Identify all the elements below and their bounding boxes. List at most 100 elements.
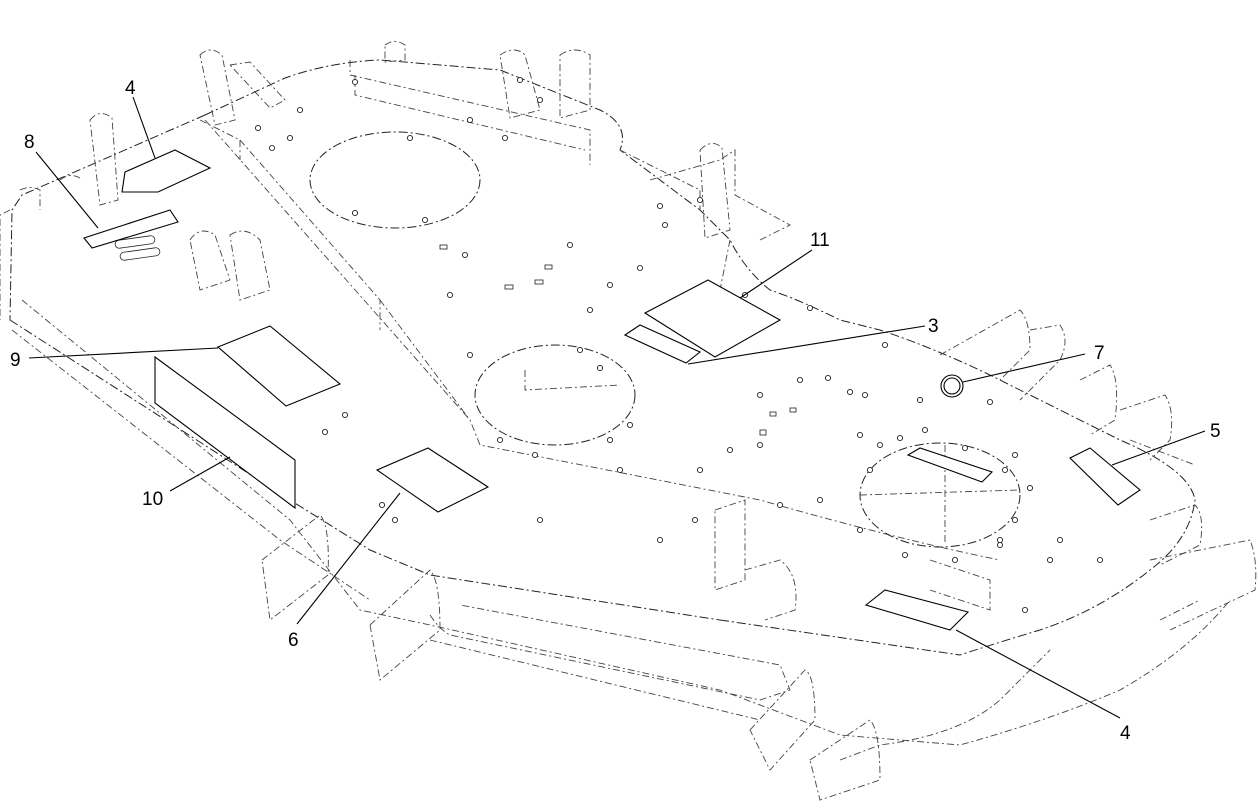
bolt-hole: [921, 426, 929, 434]
bolt-hole: [596, 364, 604, 372]
bolt-holes: [254, 76, 1104, 614]
bolt-hole: [296, 106, 304, 114]
bolt-hole: [656, 536, 664, 544]
callout-8: 8: [24, 132, 35, 153]
callout-10: 10: [142, 489, 163, 510]
bolt-hole: [636, 264, 644, 272]
bolt-hole: [496, 436, 504, 444]
bolt-hole: [1011, 451, 1019, 459]
bolt-hole: [866, 466, 874, 474]
leader-4-right: [955, 629, 1121, 719]
decal-5: [1069, 447, 1141, 506]
bolt-hole: [1011, 516, 1019, 524]
blade-opening-left: [309, 131, 481, 229]
bolt-hole: [286, 134, 294, 142]
bolt-hole: [378, 501, 386, 509]
bolt-hole: [1046, 556, 1054, 564]
bolt-hole: [516, 76, 524, 84]
bolt-hole: [756, 441, 764, 449]
bolt-hole: [536, 516, 544, 524]
bolt-hole: [691, 516, 699, 524]
bolt-hole: [996, 541, 1004, 549]
callout-6: 6: [288, 630, 299, 651]
bolt-hole: [656, 202, 664, 210]
blade-openings: [309, 131, 1021, 548]
bolt-hole: [856, 431, 864, 439]
decal-5-top: [906, 447, 994, 483]
bolt-hole: [626, 421, 634, 429]
bolt-hole: [531, 451, 539, 459]
bolt-hole: [254, 124, 262, 132]
bolt-hole: [901, 551, 909, 559]
bolt-hole: [824, 374, 832, 382]
bolt-hole: [1001, 466, 1009, 474]
bolt-hole: [1096, 556, 1104, 564]
bolt-hole: [1021, 606, 1029, 614]
bolt-hole: [351, 78, 359, 86]
leader-8: [35, 151, 99, 229]
bolt-hole: [268, 144, 276, 152]
bolt-hole: [446, 291, 454, 299]
bolt-hole: [1026, 484, 1034, 492]
decal-4-right: [864, 589, 970, 631]
deck-outline: [0, 41, 1257, 801]
bolt-hole: [616, 466, 624, 474]
callout-9: 9: [10, 350, 21, 371]
bolt-hole: [576, 346, 584, 354]
bolt-hole: [606, 436, 614, 444]
leader-5: [1111, 430, 1206, 466]
bolt-hole: [726, 446, 734, 454]
leader-6: [296, 492, 401, 625]
leader-3: [687, 325, 926, 365]
bolt-hole: [406, 134, 414, 142]
bolt-hole: [696, 466, 704, 474]
bolt-hole: [536, 96, 544, 104]
bolt-hole: [586, 306, 594, 314]
bolt-hole: [351, 209, 359, 217]
decal-6: [375, 447, 490, 513]
bolt-hole: [896, 434, 904, 442]
decal-3: [623, 324, 702, 364]
bolt-hole: [961, 444, 969, 452]
bolt-hole: [696, 196, 704, 204]
blade-opening-center: [474, 344, 636, 446]
bolt-hole: [846, 388, 854, 396]
bolt-hole: [461, 251, 469, 259]
bolt-hole: [776, 501, 784, 509]
slots: [114, 235, 797, 436]
decals: [83, 149, 1141, 631]
decal-9: [216, 325, 342, 407]
bolt-hole: [806, 304, 814, 312]
leader-lines: [28, 96, 1206, 719]
callout-5: 5: [1210, 421, 1221, 442]
bolt-hole: [421, 216, 429, 224]
callouts: 4 8 11 3 7 9 5 10 6 4: [10, 78, 1221, 744]
bolt-hole: [566, 241, 574, 249]
bolt-hole: [466, 116, 474, 124]
callout-3: 3: [928, 316, 939, 337]
bolt-hole: [856, 526, 864, 534]
bolt-hole: [816, 496, 824, 504]
bolt-hole: [876, 441, 884, 449]
bolt-hole: [881, 341, 889, 349]
bolt-hole: [321, 428, 329, 436]
leader-11: [739, 249, 813, 299]
decal-4-left: [121, 149, 212, 193]
decal-8: [83, 209, 179, 249]
leader-4-left: [132, 96, 156, 159]
bolt-hole: [996, 536, 1004, 544]
leader-7: [962, 353, 1086, 383]
callout-11: 11: [810, 230, 830, 251]
leader-10: [169, 456, 231, 492]
bolt-hole: [391, 516, 399, 524]
decal-11: [643, 279, 782, 358]
decal-10: [154, 355, 296, 510]
bolt-hole: [661, 221, 669, 229]
bolt-hole: [916, 396, 924, 404]
bolt-hole: [341, 411, 349, 419]
bolt-hole: [501, 134, 509, 142]
bolt-hole: [951, 556, 959, 564]
callout-4-right: 4: [1120, 723, 1131, 744]
bolt-hole: [756, 391, 764, 399]
